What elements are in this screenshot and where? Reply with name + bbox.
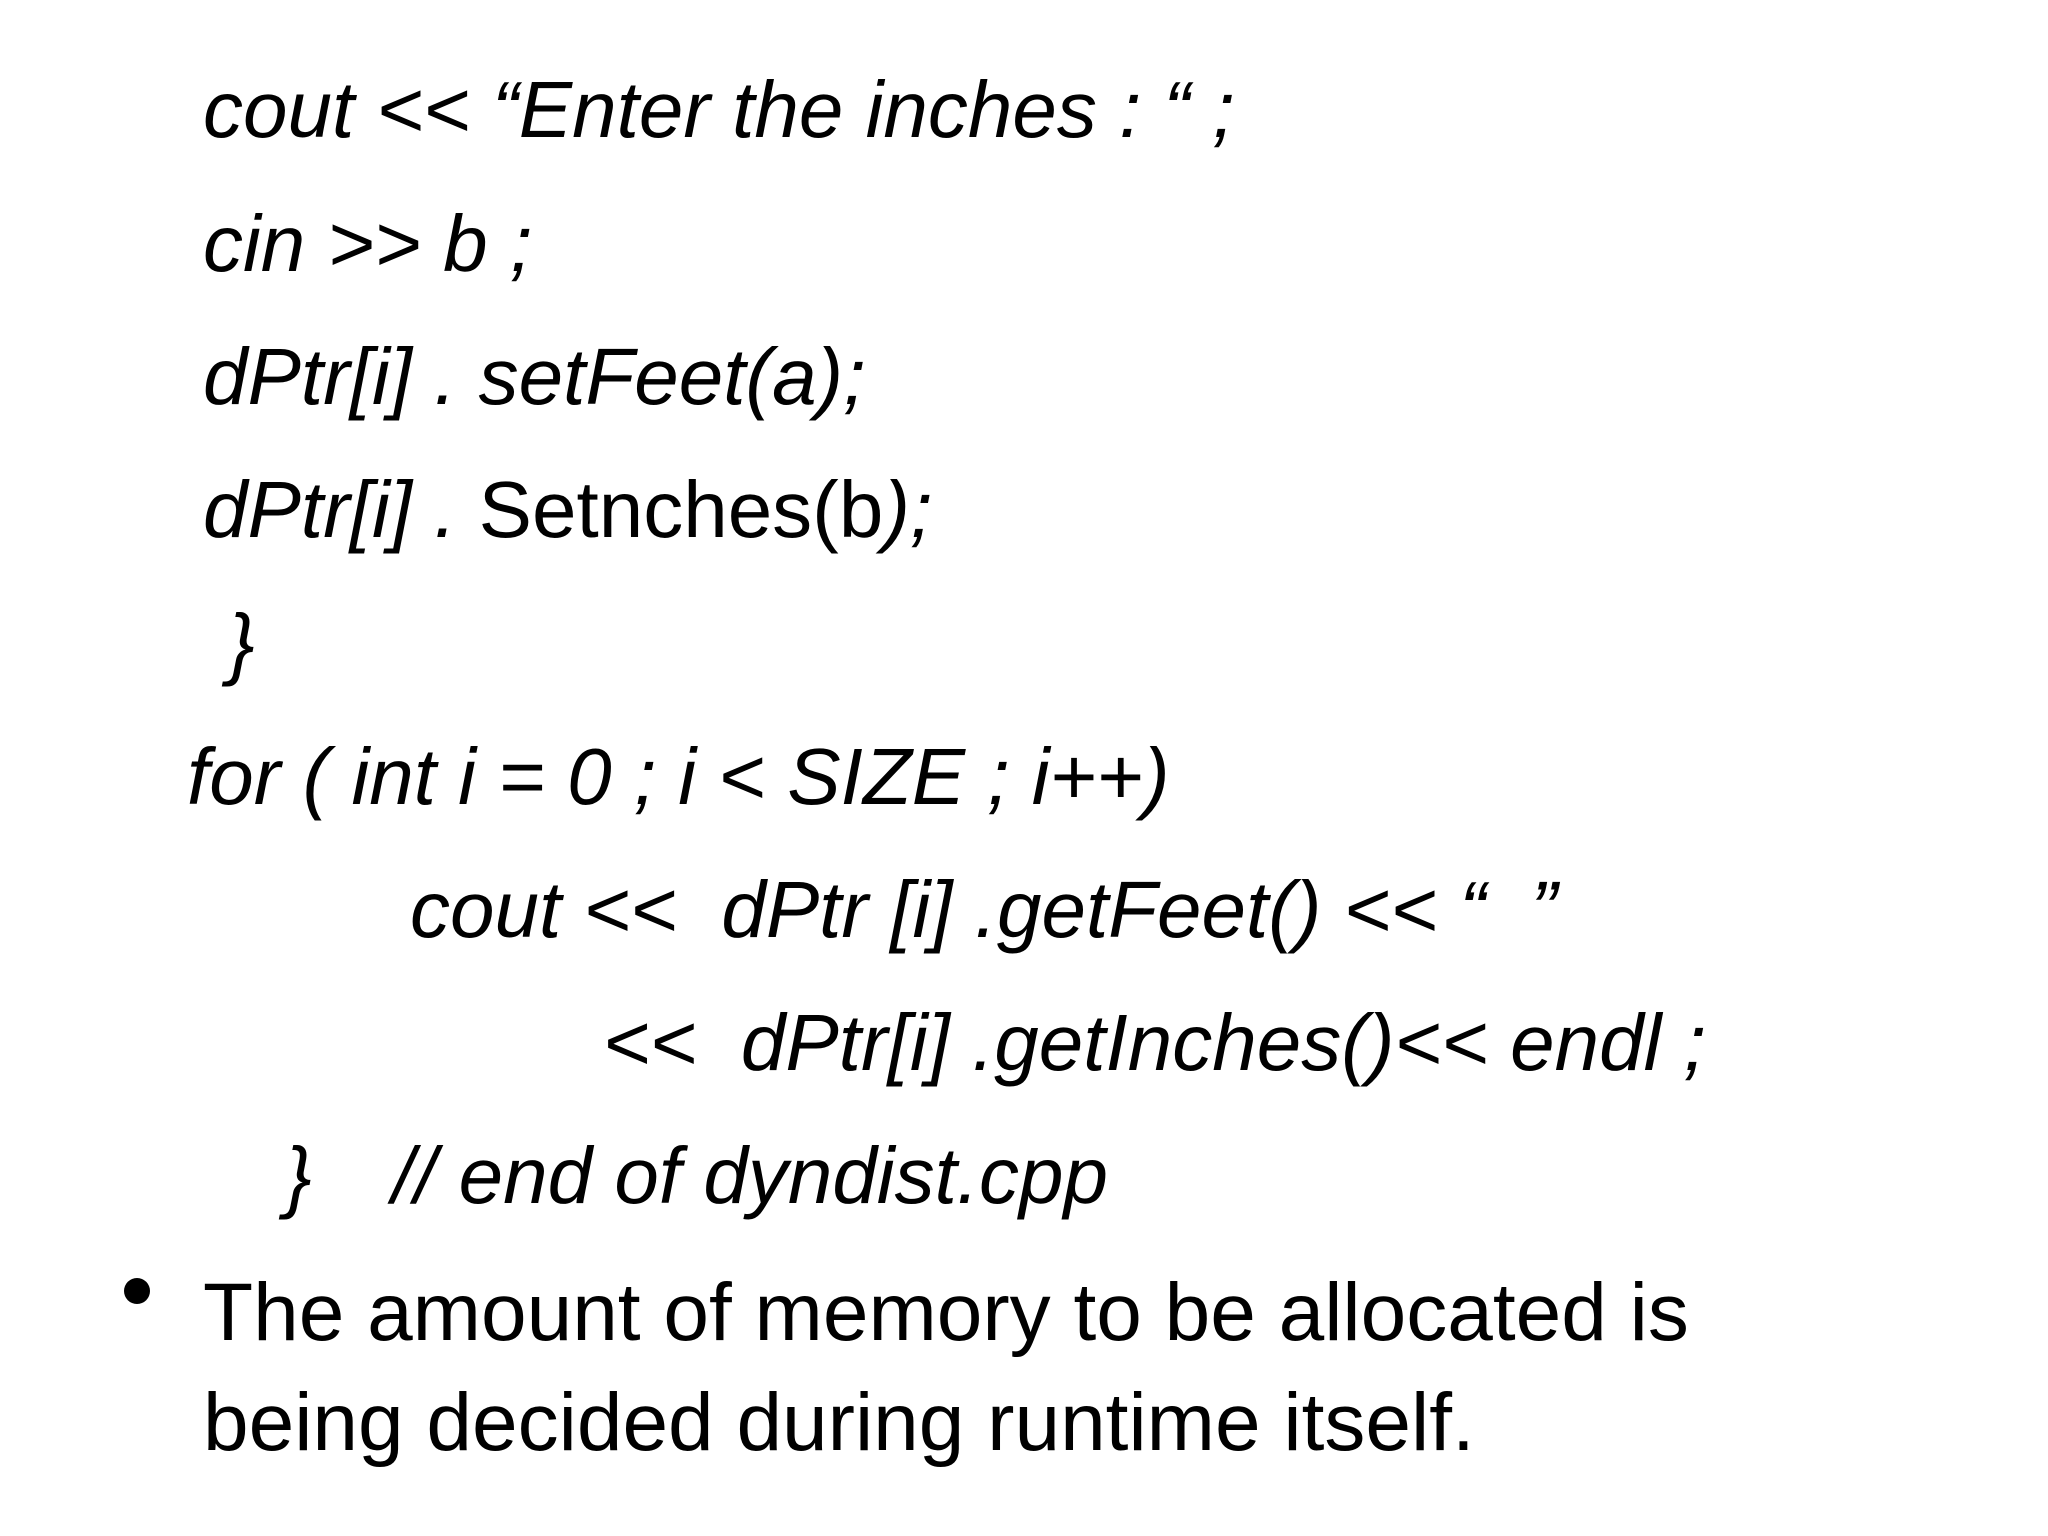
- code-line-set-feet: dPtr[i] . setFeet(a);: [203, 332, 866, 421]
- code-line-close-brace-loop: }: [228, 598, 255, 687]
- code-line-end-comment: // end of dyndist.cpp: [392, 1131, 1109, 1220]
- code-line-for-loop: for ( int i = 0 ; i < SIZE ; i++): [187, 732, 1170, 821]
- code-line-cout-feet: cout << dPtr [i] .getFeet() << “ ”: [410, 865, 1558, 954]
- code-line-set-inches-method: Setnches(b: [478, 465, 884, 554]
- code-line-close-brace-main: }: [285, 1131, 312, 1220]
- code-line-cout-inches-endl: << dPtr[i] .getInches()<< endl ;: [603, 998, 1706, 1087]
- code-line-cin-b: cin >> b ;: [203, 199, 533, 288]
- code-line-set-inches-object: dPtr[i] .: [203, 465, 479, 554]
- bullet-text: The amount of memory to be allocated is …: [203, 1267, 1689, 1468]
- bullet-dot-icon: [124, 1278, 150, 1304]
- code-line-set-inches: dPtr[i] . Setnches(b);: [203, 470, 932, 550]
- code-line-cout-inches: cout << “Enter the inches : “ ;: [203, 65, 1235, 154]
- code-line-set-inches-end: );: [883, 465, 933, 554]
